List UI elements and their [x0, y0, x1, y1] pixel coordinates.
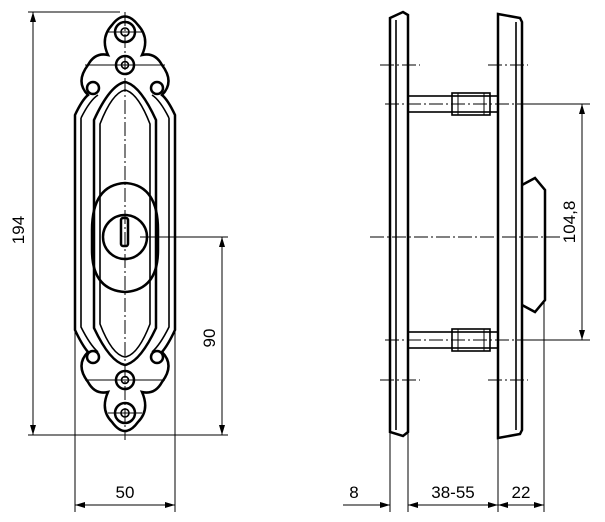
dimension-keyhole-offset: 90 — [140, 236, 228, 435]
keyhole-rosette — [90, 181, 160, 294]
dimension-spindle-spacing: 104,8 — [528, 103, 590, 341]
front-view-escutcheon — [73, 12, 177, 440]
cylinder-housing — [521, 176, 547, 314]
outer-plate-label: 8 — [349, 483, 358, 502]
spindle-spacing-label: 104,8 — [560, 201, 579, 244]
side-view — [370, 10, 560, 440]
dimension-height: 194 — [9, 11, 228, 436]
outer-plate — [388, 10, 410, 438]
inner-plate-label: 22 — [512, 483, 531, 502]
dimension-bottom-chain: 8 38-55 22 — [343, 300, 545, 512]
inner-panel — [92, 80, 158, 367]
width-label: 50 — [116, 483, 135, 502]
door-thickness-label: 38-55 — [431, 483, 474, 502]
keyhole-offset-label: 90 — [200, 329, 219, 348]
dimension-width: 50 — [74, 330, 176, 512]
inner-plate — [496, 12, 524, 440]
height-label: 194 — [9, 216, 28, 244]
